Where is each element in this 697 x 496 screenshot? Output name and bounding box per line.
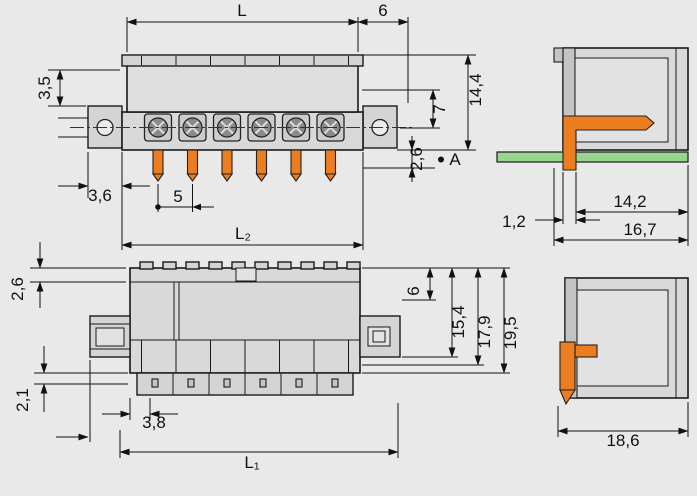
plan-body <box>129 261 361 396</box>
solder-pin <box>255 149 268 182</box>
solder-pin <box>186 149 199 182</box>
reference-arrow <box>56 360 91 442</box>
dim-label-3-5: 3,5 <box>35 76 54 100</box>
dim-label-3-8: 3,8 <box>142 413 166 432</box>
plan-flange-right <box>359 315 401 358</box>
dim-L1: L₁ <box>119 403 399 472</box>
dim-label-19-5: 19,5 <box>501 316 520 349</box>
side-view-bottom: 18,6 <box>557 277 689 450</box>
dim-label-18-6: 18,6 <box>606 431 639 450</box>
solder-pin <box>289 149 303 182</box>
dim-L2: L₂ <box>121 152 364 250</box>
dim-14-2: 14,2 <box>575 165 689 246</box>
dim-19-5: 19,5 <box>500 267 520 374</box>
front-flange-right <box>362 105 398 149</box>
dim-2-6-plan: 2,6 <box>8 242 126 308</box>
dim-18-6: 18,6 <box>557 402 689 450</box>
dim-label-L: L <box>237 1 246 20</box>
dim-6-plan: 6 <box>404 267 434 301</box>
dim-3-8: 3,8 <box>102 398 178 432</box>
dim-label-L2: L₂ <box>235 224 251 243</box>
plan-view: 2,6 2,1 6 15,4 17 <box>8 242 520 472</box>
dim-label-L1: L₁ <box>244 453 259 472</box>
side-view-top: 1,2 14,2 16,7 <box>496 47 689 246</box>
dim-label-6-plan: 6 <box>404 286 423 295</box>
dim-2-1: 2,1 <box>13 346 128 412</box>
solder-pin-side <box>562 115 655 171</box>
hood-ticks <box>141 56 349 65</box>
dim-label-2-6-front: 2,6 <box>407 147 426 171</box>
dim-15-4: 15,4 <box>448 267 468 358</box>
pcb <box>496 151 689 163</box>
dim-3-6: 3,6 <box>58 152 150 250</box>
dim-label-6-top: 6 <box>378 1 387 20</box>
solder-pin <box>220 149 234 182</box>
front-view: L 6 3,5 7 14,4 <box>35 1 485 250</box>
dim-label-2-6-plan: 2,6 <box>8 277 27 301</box>
plan-flange-left <box>89 315 131 358</box>
datum-label-A: A <box>449 150 461 169</box>
band-contacts <box>151 378 339 388</box>
dim-label-3-6: 3,6 <box>88 186 112 205</box>
dim-label-2-1: 2,1 <box>13 388 32 412</box>
dim-label-5: 5 <box>173 187 182 206</box>
flange-feature-lines <box>58 117 88 138</box>
dim-2-6-front: 2,6 <box>407 136 426 182</box>
solder-pin <box>324 149 337 182</box>
dim-label-14-2: 14,2 <box>613 192 646 211</box>
dim-label-14-4: 14,4 <box>466 73 485 106</box>
dim-5: 5 <box>155 184 214 212</box>
solder-pin-side-bottom <box>559 341 598 406</box>
dim-label-16-7: 16,7 <box>623 220 656 239</box>
solder-pins <box>151 149 337 182</box>
latch-bumps <box>139 261 361 270</box>
coding-notch <box>235 267 257 282</box>
side-body-bottom <box>564 277 689 399</box>
cell-dividers <box>141 340 349 373</box>
dim-3-5: 3,5 <box>35 69 120 107</box>
dim-label-7: 7 <box>430 104 449 113</box>
dim-label-17-9: 17,9 <box>475 315 494 348</box>
dim-6-top: 6 <box>357 1 409 103</box>
dim-16-7: 16,7 <box>553 168 689 246</box>
dim-14-4: 14,4 <box>464 54 485 151</box>
dim-label-15-4: 15,4 <box>449 305 468 338</box>
right-extension-lines <box>362 54 476 169</box>
dim-17-9: 17,9 <box>474 267 494 366</box>
dim-L: L <box>126 1 359 52</box>
dim-label-1-2: 1,2 <box>502 212 526 231</box>
band-dividers <box>172 373 318 395</box>
solder-pin <box>151 149 165 182</box>
datum-A: A <box>438 150 461 169</box>
dim-7: 7 <box>429 89 449 129</box>
dim-1-2: 1,2 <box>502 172 600 231</box>
front-flange-left <box>87 105 123 149</box>
